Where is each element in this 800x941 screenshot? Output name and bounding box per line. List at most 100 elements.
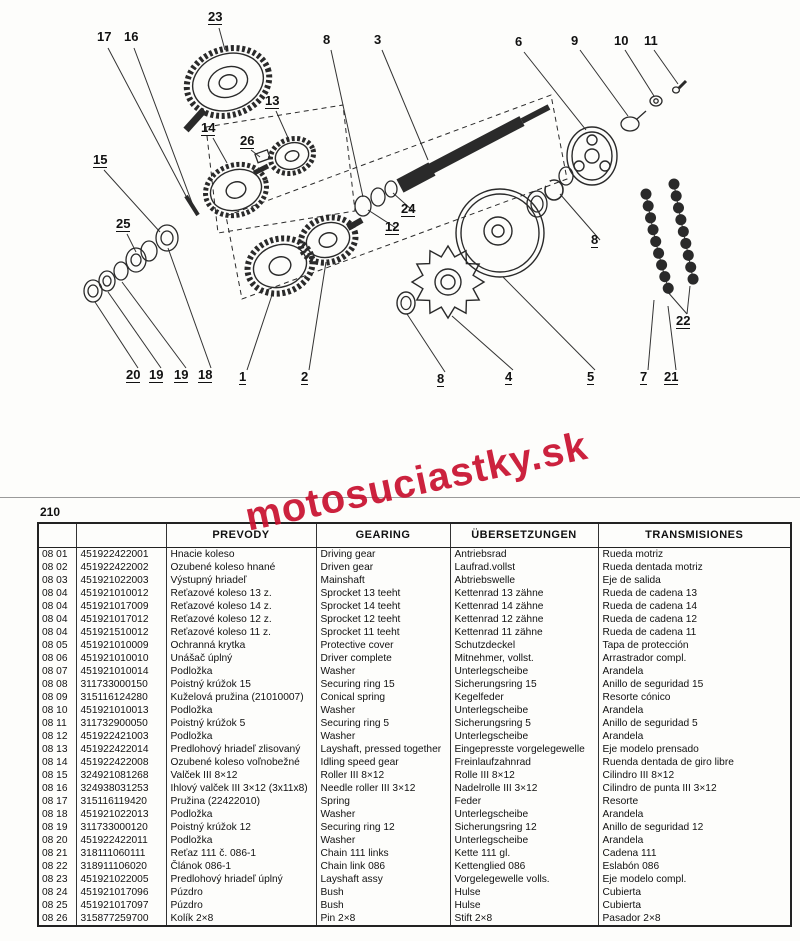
name-sk-cell: Podložka xyxy=(165,833,316,847)
name-de-cell: Unterlegscheibe xyxy=(449,664,598,678)
name-sk-cell: Púzdro xyxy=(165,885,316,899)
name-sk-cell: Poistný krúžok 5 xyxy=(165,716,316,730)
part-number-cell: 451922422002 xyxy=(75,560,166,574)
name-sk-cell: Unášač úplný xyxy=(165,651,316,665)
name-en-cell: Driving gear xyxy=(315,547,450,561)
header-part-number xyxy=(75,523,166,548)
leader-lines xyxy=(94,27,691,373)
name-sk-cell: Ihlový valček III 3×12 (3x11x8) xyxy=(165,781,316,795)
parts-table-section: PREVODY GEARING ÜBERSETZUNGEN TRANSMISIO… xyxy=(37,522,792,927)
name-de-cell: Unterlegscheibe xyxy=(449,807,598,821)
name-sk-cell: Poistný krúžok 15 xyxy=(165,677,316,691)
name-es-cell: Eje modelo compl. xyxy=(597,872,791,886)
gear-13 xyxy=(267,135,317,177)
name-sk-cell: Predlohový hriadeľ zlisovaný xyxy=(165,742,316,756)
position-cell: 08 25 xyxy=(42,899,68,911)
horizontal-rule xyxy=(0,497,800,498)
spring-washer xyxy=(558,166,574,186)
position-cell: 08 21 xyxy=(42,847,68,859)
name-de-cell: Unterlegscheibe xyxy=(449,703,598,717)
name-en-cell: Layshaft, pressed together xyxy=(315,742,450,756)
position-cell: 08 13 xyxy=(42,743,68,755)
part-number-cell: 451921510012 xyxy=(75,625,166,639)
name-es-cell: Arandela xyxy=(597,729,791,743)
name-de-cell: Kettenrad 14 zähne xyxy=(449,599,598,613)
part-number-cell: 311732900050 xyxy=(75,716,166,730)
name-en-cell: Bush xyxy=(315,885,450,899)
part-number-cell: 451921017009 xyxy=(75,599,166,613)
name-sk-cell: Reťazové koleso 12 z. xyxy=(165,612,316,626)
name-sk-cell: Poistný krúžok 12 xyxy=(165,820,316,834)
name-de-cell: Hulse xyxy=(449,898,598,912)
name-de-cell: Schutzdeckel xyxy=(449,638,598,652)
name-sk-cell: Článok 086-1 xyxy=(165,859,316,873)
page-number: 210 xyxy=(40,505,61,519)
name-sk-cell: Reťazové koleso 14 z. xyxy=(165,599,316,613)
name-es-cell: Arandela xyxy=(597,833,791,847)
position-cell: 08 22 xyxy=(42,860,68,872)
name-es-cell: Rueda de cadena 12 xyxy=(597,612,791,626)
name-de-cell: Stift 2×8 xyxy=(449,911,598,926)
name-es-cell: Arandela xyxy=(597,703,791,717)
clutch-gear-23 xyxy=(183,45,273,119)
part-number-cell: 451921010010 xyxy=(75,651,166,665)
name-de-cell: Freinlaufzahnrad xyxy=(449,755,598,769)
part-number-cell: 451922421003 xyxy=(75,729,166,743)
name-es-cell: Rueda de cadena 11 xyxy=(597,625,791,639)
position-cell: 08 11 xyxy=(42,717,67,729)
name-sk-cell: Valček III 8×12 xyxy=(165,768,316,782)
name-sk-cell: Podložka xyxy=(165,807,316,821)
name-en-cell: Securing ring 15 xyxy=(315,677,450,691)
dashed-box-large xyxy=(225,94,568,300)
name-de-cell: Kettenrad 11 zähne xyxy=(449,625,598,639)
name-en-cell: Layshaft assy xyxy=(315,872,450,886)
washer-stack xyxy=(83,224,179,303)
name-en-cell: Washer xyxy=(315,664,450,678)
name-es-cell: Rueda dentada motriz xyxy=(597,560,791,574)
name-es-cell: Rueda de cadena 14 xyxy=(597,599,791,613)
name-en-cell: Chain link 086 xyxy=(315,859,450,873)
position-cell: 08 20 xyxy=(42,834,68,846)
chain-22 xyxy=(640,178,700,300)
name-sk-cell: Hnacie koleso xyxy=(165,547,316,561)
name-de-cell: Hulse xyxy=(449,885,598,899)
name-sk-cell: Kolík 2×8 xyxy=(165,911,316,926)
gear-23-shaft xyxy=(183,107,207,133)
name-de-cell: Kette 111 gl. xyxy=(449,846,598,860)
circlip-8 xyxy=(544,179,564,201)
drum-5 xyxy=(455,188,545,278)
name-es-cell: Cilindro de punta III 3×12 xyxy=(597,781,791,795)
lever-9 xyxy=(620,110,647,132)
name-en-cell: Washer xyxy=(315,807,450,821)
name-sk-cell: Púzdro xyxy=(165,898,316,912)
name-es-cell: Pasador 2×8 xyxy=(597,911,791,926)
position-cell: 08 23 xyxy=(42,873,68,885)
part-number-cell: 324938031253 xyxy=(75,781,166,795)
name-de-cell: Laufrad.vollst xyxy=(449,560,598,574)
name-sk-cell: Podložka xyxy=(165,729,316,743)
header-prevody: PREVODY xyxy=(165,523,316,548)
table-header-row: PREVODY GEARING ÜBERSETZUNGEN TRANSMISIO… xyxy=(38,523,791,548)
name-sk-cell: Predlohový hriadeľ úplný xyxy=(165,872,316,886)
name-en-cell: Protective cover xyxy=(315,638,450,652)
name-de-cell: Sicherungsring 5 xyxy=(449,716,598,730)
part-number-cell: 451921022003 xyxy=(75,573,166,587)
position-cell: 08 06 xyxy=(42,652,68,664)
spacer-26 xyxy=(254,149,272,164)
name-en-cell: Securing ring 5 xyxy=(315,716,450,730)
position-cell: 08 16 xyxy=(42,782,68,794)
